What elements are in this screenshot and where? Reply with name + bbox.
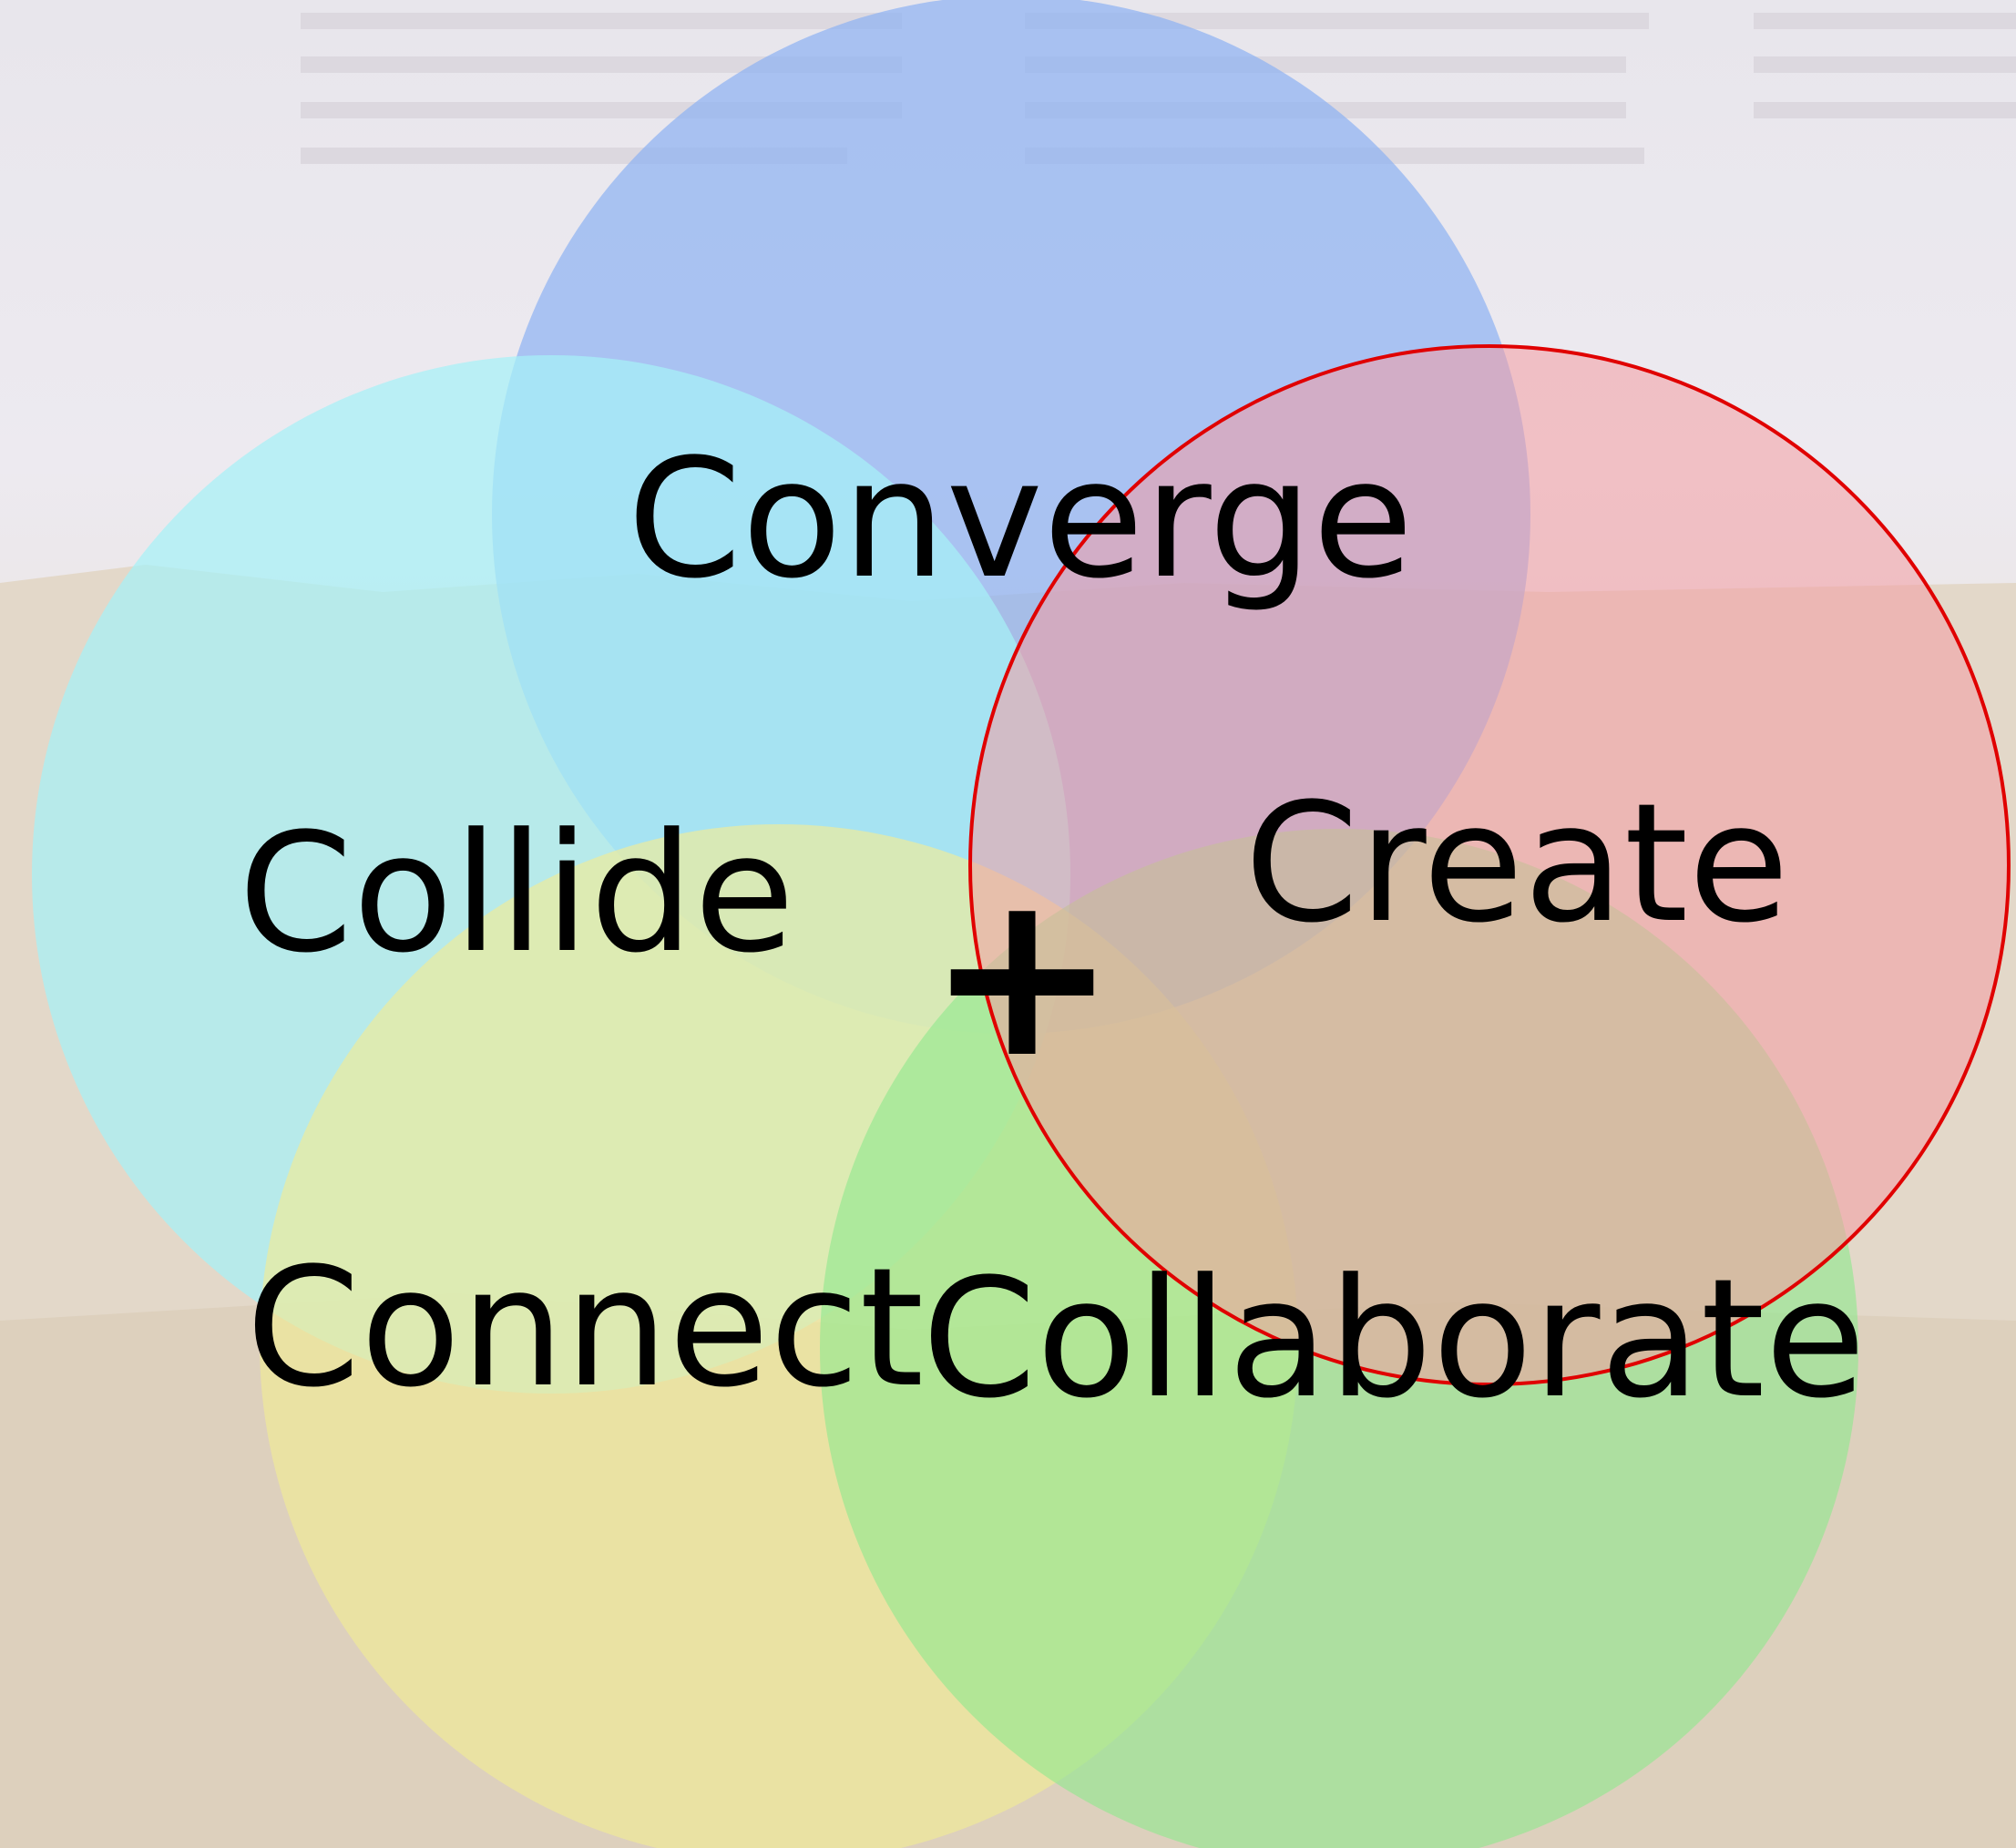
label-connect: Connect bbox=[246, 1233, 924, 1424]
label-create: Create bbox=[1244, 769, 1789, 959]
circle-create bbox=[968, 344, 2011, 1386]
venn-circles bbox=[32, 0, 2011, 1848]
venn-labels: Converge Collide Create + Connect Collab… bbox=[239, 424, 1867, 1434]
label-collaborate: Collaborate bbox=[922, 1244, 1866, 1434]
center-plus-sign: + bbox=[926, 842, 1117, 1108]
label-converge: Converge bbox=[628, 424, 1414, 615]
label-collide: Collide bbox=[239, 799, 795, 989]
